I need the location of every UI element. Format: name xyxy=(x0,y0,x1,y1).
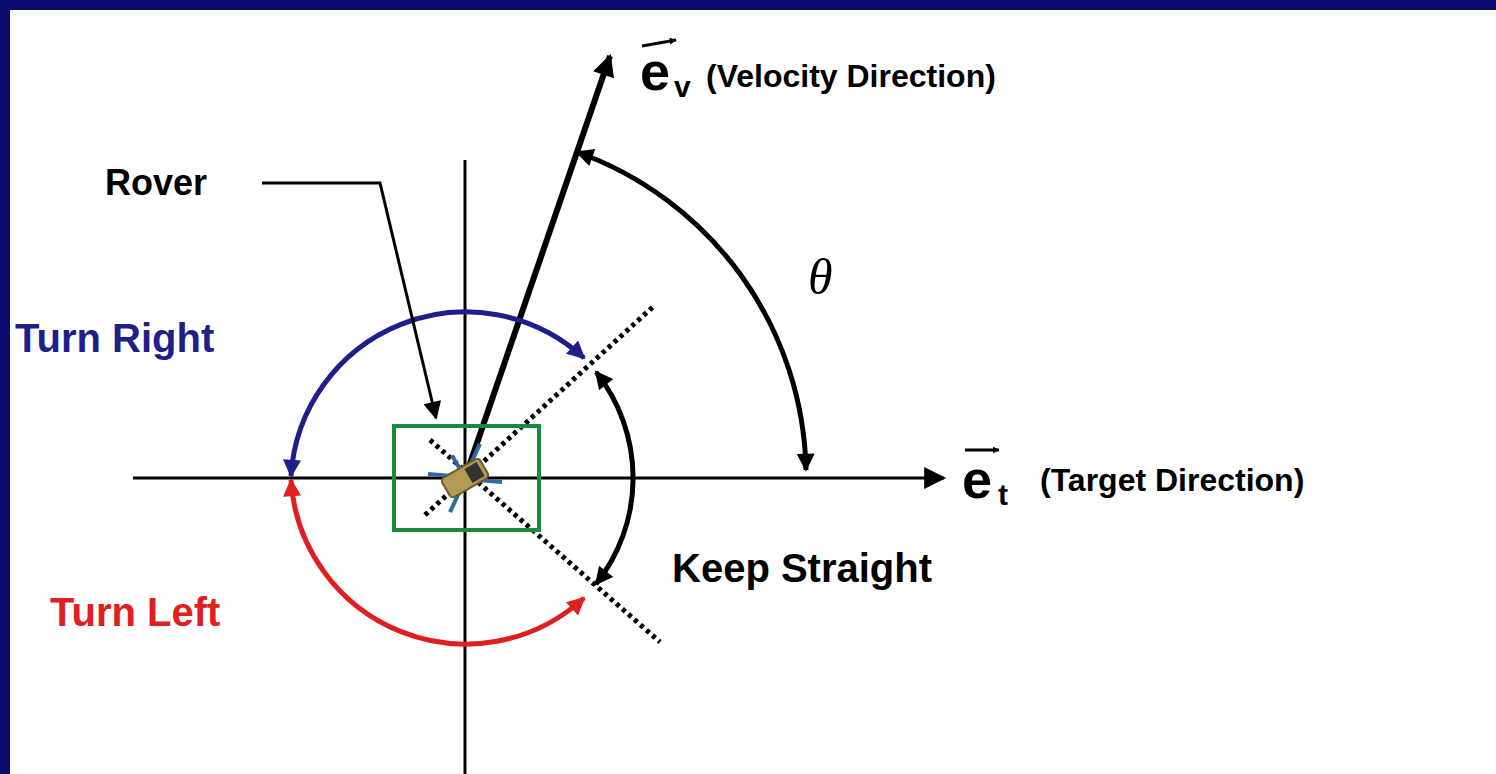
keep-straight-arc xyxy=(596,372,633,584)
region-label: Turn Right xyxy=(15,318,214,358)
rover-frame xyxy=(394,426,539,530)
region-label: Keep Straight xyxy=(672,548,932,588)
white-panel xyxy=(10,10,1496,774)
leader-line xyxy=(262,183,436,418)
vector-subscript: t xyxy=(998,480,1008,510)
dotted-boundary xyxy=(430,440,660,642)
vector-symbol: e xyxy=(962,452,992,506)
rover-symbol xyxy=(426,440,502,512)
angle-arc xyxy=(577,152,806,470)
angle-symbol: θ xyxy=(808,252,833,302)
part-label: Rover xyxy=(105,165,207,201)
velocity-vector xyxy=(465,56,610,478)
region-label: Turn Left xyxy=(50,592,220,632)
axis-label: (Target Direction) xyxy=(1040,464,1304,496)
vector-subscript: v xyxy=(674,72,691,102)
axis-label: (Velocity Direction) xyxy=(706,60,996,92)
vector-symbol: e xyxy=(640,44,670,98)
